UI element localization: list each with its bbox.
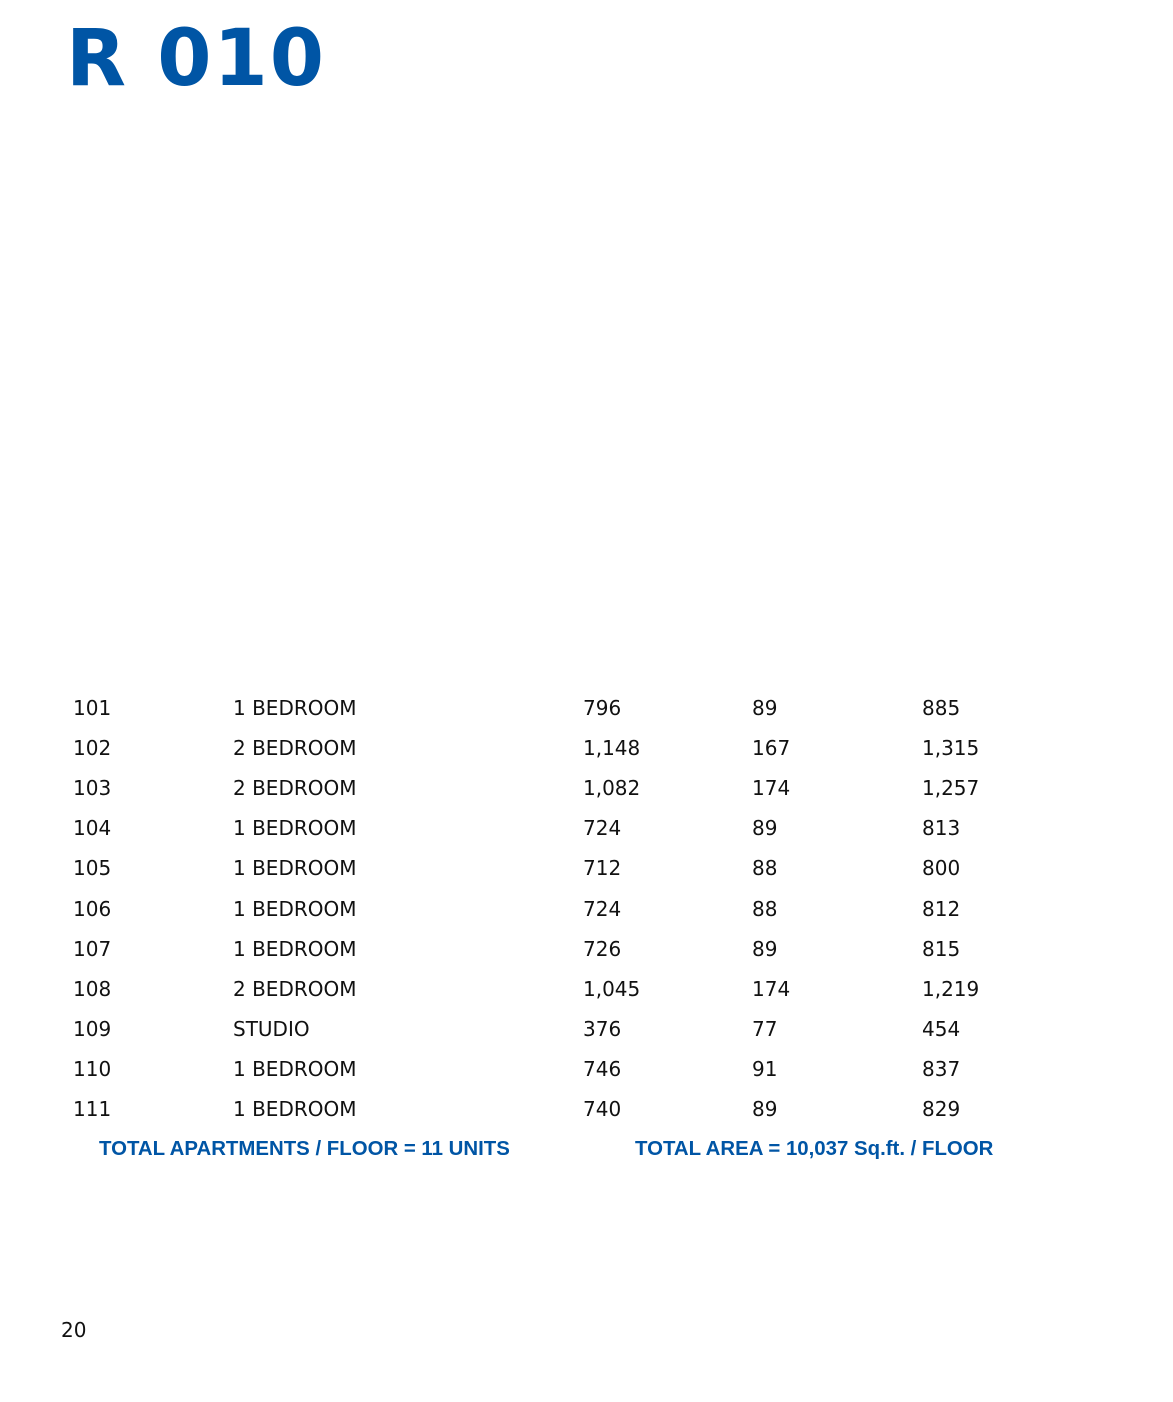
table-row: 111 1 BEDROOM 740 89 829 [0, 1097, 1173, 1127]
table-row: 105 1 BEDROOM 712 88 800 [0, 856, 1173, 886]
unit-type: 2 BEDROOM [233, 976, 357, 1001]
unit-type: 1 BEDROOM [233, 696, 357, 720]
page-title: R 010 [66, 14, 327, 104]
balcony-area: 174 [752, 976, 791, 1001]
carpet-area: 724 [583, 816, 622, 841]
carpet-area: 712 [583, 856, 622, 881]
unit-type: 1 BEDROOM [233, 1097, 357, 1121]
carpet-area: 724 [583, 896, 622, 921]
table-row: 109 STUDIO 376 77 454 [0, 1017, 1173, 1047]
unit-type: 1 BEDROOM [233, 856, 357, 881]
unit-number: 107 [73, 936, 112, 961]
total-area: 454 [922, 1016, 961, 1041]
unit-number: 108 [73, 976, 112, 1001]
unit-type: STUDIO [233, 1016, 310, 1041]
total-area: 837 [922, 1056, 961, 1081]
unit-number: 111 [73, 1097, 112, 1121]
carpet-area: 1,082 [583, 776, 641, 801]
table-row: 108 2 BEDROOM 1,045 174 1,219 [0, 977, 1173, 1007]
balcony-area: 167 [752, 736, 791, 761]
unit-type: 2 BEDROOM [233, 736, 357, 761]
table-row: 103 2 BEDROOM 1,082 174 1,257 [0, 776, 1173, 806]
carpet-area: 796 [583, 696, 622, 720]
carpet-area: 726 [583, 936, 622, 961]
unit-type: 2 BEDROOM [233, 776, 357, 801]
unit-number: 102 [73, 736, 112, 761]
unit-number: 105 [73, 856, 112, 881]
carpet-area: 740 [583, 1097, 622, 1121]
balcony-area: 77 [752, 1016, 778, 1041]
page-number: 20 [61, 1318, 87, 1342]
total-area: 1,219 [922, 976, 980, 1001]
balcony-area: 174 [752, 776, 791, 801]
carpet-area: 1,045 [583, 976, 641, 1001]
balcony-area: 89 [752, 696, 778, 720]
total-area: TOTAL AREA = 10,037 Sq.ft. / FLOOR [635, 1138, 994, 1160]
total-area: 829 [922, 1097, 961, 1121]
unit-number: 109 [73, 1016, 112, 1041]
unit-number: 110 [73, 1056, 112, 1081]
carpet-area: 376 [583, 1016, 622, 1041]
total-area: 815 [922, 936, 961, 961]
unit-type: 1 BEDROOM [233, 816, 357, 841]
table-row: 101 1 BEDROOM 796 89 885 [0, 696, 1173, 726]
table-row: 110 1 BEDROOM 746 91 837 [0, 1057, 1173, 1087]
total-area: 1,315 [922, 736, 980, 761]
unit-number: 101 [73, 696, 112, 720]
table-row: 102 2 BEDROOM 1,148 167 1,315 [0, 736, 1173, 766]
balcony-area: 91 [752, 1056, 778, 1081]
total-area: 1,257 [922, 776, 980, 801]
total-area: 885 [922, 696, 961, 720]
table-row: 104 1 BEDROOM 724 89 813 [0, 816, 1173, 846]
carpet-area: 746 [583, 1056, 622, 1081]
total-area: 812 [922, 896, 961, 921]
total-area: 813 [922, 816, 961, 841]
balcony-area: 88 [752, 896, 778, 921]
balcony-area: 88 [752, 856, 778, 881]
unit-number: 106 [73, 896, 112, 921]
balcony-area: 89 [752, 816, 778, 841]
unit-type: 1 BEDROOM [233, 1056, 357, 1081]
total-apartments: TOTAL APARTMENTS / FLOOR = 11 UNITS [99, 1138, 510, 1160]
unit-number: 104 [73, 816, 112, 841]
unit-type: 1 BEDROOM [233, 936, 357, 961]
carpet-area: 1,148 [583, 736, 641, 761]
table-row: 106 1 BEDROOM 724 88 812 [0, 897, 1173, 927]
balcony-area: 89 [752, 1097, 778, 1121]
unit-number: 103 [73, 776, 112, 801]
table-row: 107 1 BEDROOM 726 89 815 [0, 937, 1173, 967]
total-area: 800 [922, 856, 961, 881]
unit-type: 1 BEDROOM [233, 896, 357, 921]
balcony-area: 89 [752, 936, 778, 961]
